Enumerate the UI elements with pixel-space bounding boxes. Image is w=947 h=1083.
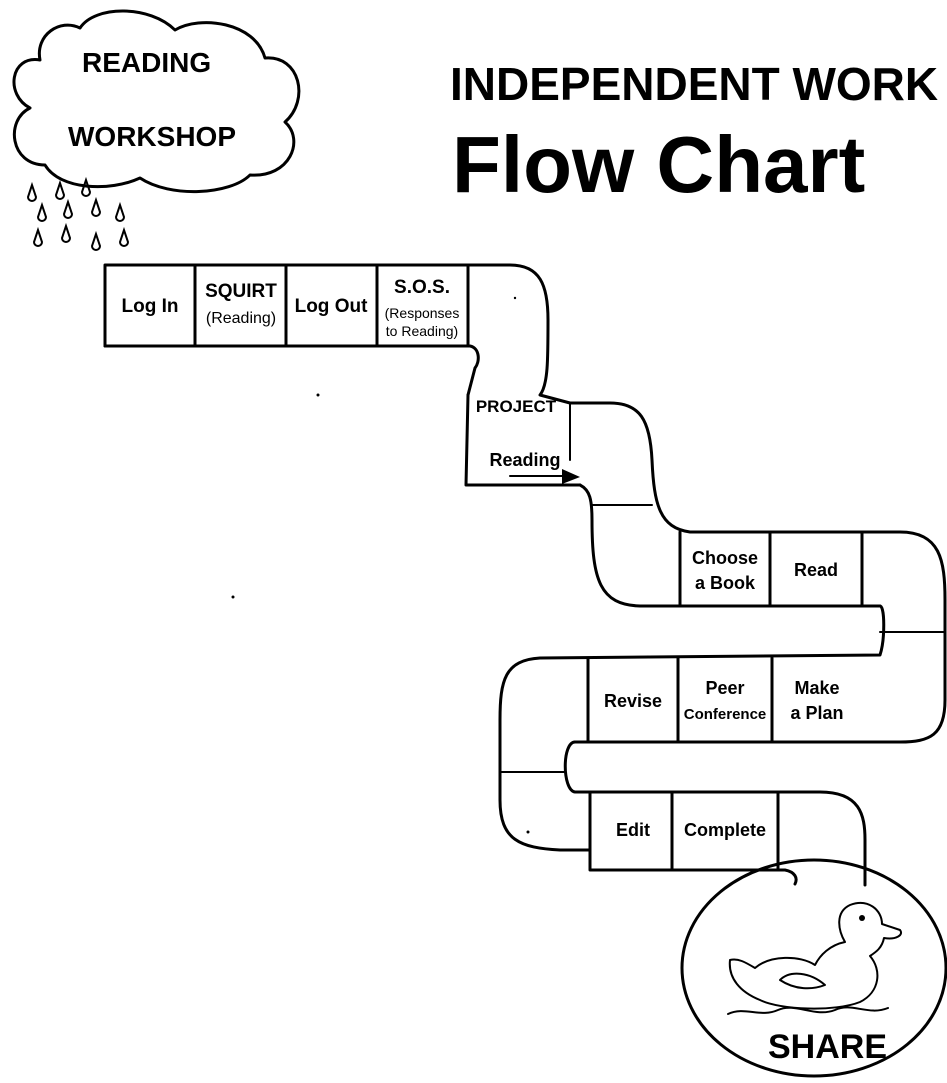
step-squirt-title: SQUIRT: [205, 281, 277, 302]
step-edit: Edit: [616, 820, 650, 840]
scan-specks: [231, 296, 530, 834]
step-edit-label: Edit: [616, 820, 650, 840]
raindrop-icon: [90, 196, 102, 217]
step-sos-title: S.O.S.: [394, 277, 450, 298]
heading-line2: Flow Chart: [452, 120, 865, 209]
step-project-sub: Reading: [489, 450, 560, 470]
raindrop-icon: [62, 198, 74, 219]
raindrop-icon: [54, 179, 66, 200]
step-make-plan-line2: a Plan: [790, 703, 843, 723]
step-peer-conference-line1: Peer: [705, 678, 744, 698]
share-pond: SHARE: [680, 858, 947, 1078]
step-squirt-sub: (Reading): [206, 310, 276, 327]
step-read: Read: [794, 560, 838, 580]
step-choose-book-line2: a Book: [695, 573, 756, 593]
raindrop-icon: [36, 201, 48, 222]
cloud-icon: [12, 9, 301, 193]
step-complete-label: Complete: [684, 820, 766, 840]
step-sos-sub1: (Responses: [385, 305, 460, 321]
step-peer-conference-line2: Conference: [684, 706, 767, 723]
heading-line1: INDEPENDENT WORK: [450, 58, 938, 110]
raindrop-icon: [32, 226, 44, 247]
step-sos: S.O.S. (Responses to Reading): [385, 277, 460, 339]
step-log-out-label: Log Out: [295, 296, 368, 317]
raindrop-icon: [114, 201, 126, 222]
raindrop-icon: [26, 181, 38, 202]
step-revise-label: Revise: [604, 691, 662, 711]
step-make-plan-line1: Make: [794, 678, 839, 698]
step-project-title: PROJECT: [476, 397, 557, 416]
step-choose-book: Choose a Book: [692, 548, 758, 593]
duck-icon: [727, 902, 902, 1015]
raindrop-icon: [60, 222, 72, 243]
raindrop-icon: [80, 176, 92, 197]
step-project: PROJECT Reading: [476, 397, 580, 484]
cloud-title-line2: WORKSHOP: [68, 121, 236, 152]
step-complete: Complete: [684, 820, 766, 840]
step-revise: Revise: [604, 691, 662, 711]
raindrop-icon: [90, 230, 102, 251]
cloud-title-line1: READING: [82, 47, 211, 78]
step-squirt: SQUIRT (Reading): [205, 281, 277, 327]
raindrop-icon: [118, 226, 130, 247]
share-label: SHARE: [768, 1028, 887, 1066]
step-log-in: Log In: [122, 296, 179, 317]
step-make-plan: Make a Plan: [790, 678, 843, 723]
raindrops: [26, 176, 130, 251]
step-read-label: Read: [794, 560, 838, 580]
reading-workshop-cloud: READING WORKSHOP: [12, 9, 301, 193]
arrow-right-icon: [509, 469, 580, 484]
step-sos-sub2: to Reading): [386, 323, 458, 339]
step-peer-conference: Peer Conference: [684, 678, 767, 723]
step-choose-book-line1: Choose: [692, 548, 758, 568]
step-log-out: Log Out: [295, 296, 368, 317]
step-log-in-label: Log In: [122, 296, 179, 317]
path-track: [103, 263, 947, 887]
